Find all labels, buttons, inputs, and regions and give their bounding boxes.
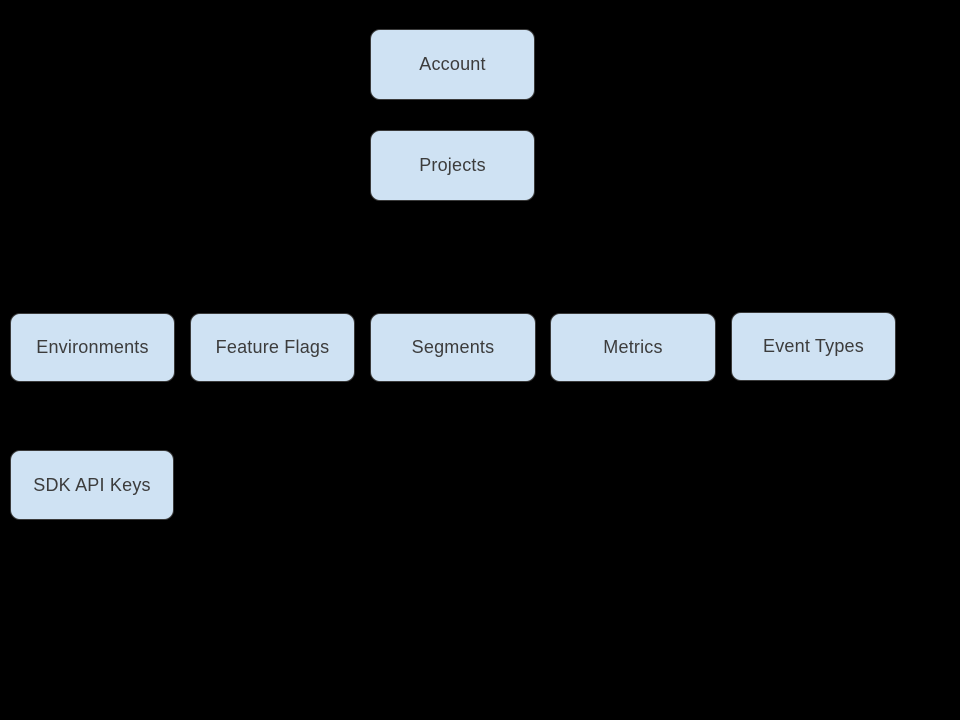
node-segments: Segments xyxy=(370,313,536,382)
node-projects: Projects xyxy=(370,130,535,201)
node-environments: Environments xyxy=(10,313,175,382)
node-feature-flags-label: Feature Flags xyxy=(215,337,330,357)
node-segments-label: Segments xyxy=(411,337,495,357)
node-sdk-api-keys: SDK API Keys xyxy=(10,450,174,520)
node-metrics-label: Metrics xyxy=(603,337,663,357)
node-metrics: Metrics xyxy=(550,313,716,382)
node-account: Account xyxy=(370,29,535,100)
node-projects-label: Projects xyxy=(419,155,486,175)
node-sdk-api-keys-label: SDK API Keys xyxy=(33,474,151,495)
node-feature-flags: Feature Flags xyxy=(190,313,355,382)
node-event-types-label: Event Types xyxy=(763,336,864,356)
node-event-types: Event Types xyxy=(731,312,896,381)
node-environments-label: Environments xyxy=(36,337,149,357)
node-account-label: Account xyxy=(419,54,486,74)
